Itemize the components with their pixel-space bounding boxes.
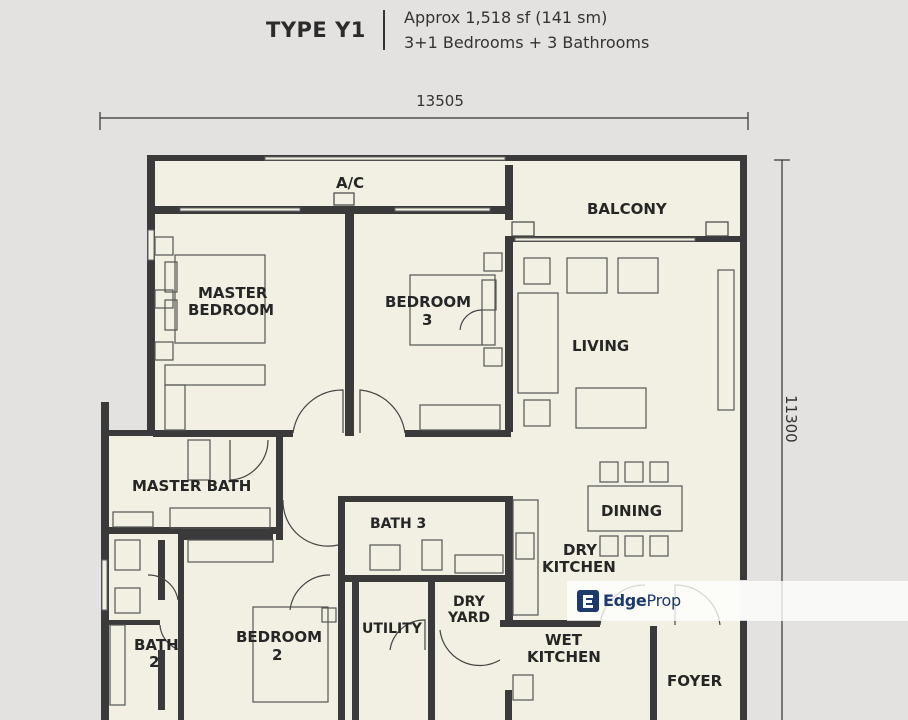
edgeprop-watermark: EdgeProp xyxy=(567,581,908,621)
label-utility: UTILITY xyxy=(362,621,423,637)
label-bedroom2-2: 2 xyxy=(272,646,282,664)
label-bedroom3-1: BEDROOM xyxy=(385,293,471,311)
brand-part-edge: Edge xyxy=(603,591,647,610)
label-dry-yard-1: DRY xyxy=(453,594,486,610)
label-bath3: BATH 3 xyxy=(370,516,426,532)
label-wet-kitchen-1: WET xyxy=(545,631,583,649)
label-wet-kitchen-2: KITCHEN xyxy=(527,648,601,666)
label-bath2-1: BATH xyxy=(134,636,179,654)
label-ac: A/C xyxy=(336,174,364,192)
unit-rooms: 3+1 Bedrooms + 3 Bathrooms xyxy=(404,33,650,52)
master-bed xyxy=(174,254,266,344)
label-foyer: FOYER xyxy=(667,672,723,690)
label-bedroom2-1: BEDROOM xyxy=(236,628,322,646)
label-living: LIVING xyxy=(572,337,629,355)
label-dry-kitchen-1: DRY xyxy=(563,541,598,559)
walls xyxy=(101,155,747,720)
label-master-bedroom-2: BEDROOM xyxy=(188,301,274,319)
room-labels: A/C BALCONY MASTER BEDROOM BEDROOM 3 LIV… xyxy=(132,174,723,690)
furniture xyxy=(109,236,735,706)
edgeprop-brand-text: EdgeProp xyxy=(603,591,681,610)
label-dining: DINING xyxy=(601,502,662,520)
floor-area xyxy=(106,160,740,720)
header-separator xyxy=(383,10,385,50)
ac-units xyxy=(333,192,729,237)
bedroom2-bed xyxy=(252,606,329,703)
width-dimension-label: 13505 xyxy=(416,92,464,110)
label-master-bath: MASTER BATH xyxy=(132,477,251,495)
dining-table xyxy=(587,485,683,532)
windows xyxy=(101,156,696,611)
brand-part-prop: Prop xyxy=(646,591,682,610)
unit-type-title: TYPE Y1 xyxy=(266,18,366,42)
dimension-lines xyxy=(99,112,790,720)
label-master-bedroom-1: MASTER xyxy=(198,284,268,302)
edgeprop-logo-icon xyxy=(577,590,599,612)
header: TYPE Y1 Approx 1,518 sf (141 sm) 3+1 Bed… xyxy=(0,0,908,70)
unit-area: Approx 1,518 sf (141 sm) xyxy=(404,8,608,27)
label-dry-kitchen-2: KITCHEN xyxy=(542,558,616,576)
label-bedroom3-2: 3 xyxy=(422,311,432,329)
label-bath2-2: 2 xyxy=(149,653,159,671)
label-dry-yard-2: YARD xyxy=(447,610,490,626)
label-balcony: BALCONY xyxy=(587,200,668,218)
